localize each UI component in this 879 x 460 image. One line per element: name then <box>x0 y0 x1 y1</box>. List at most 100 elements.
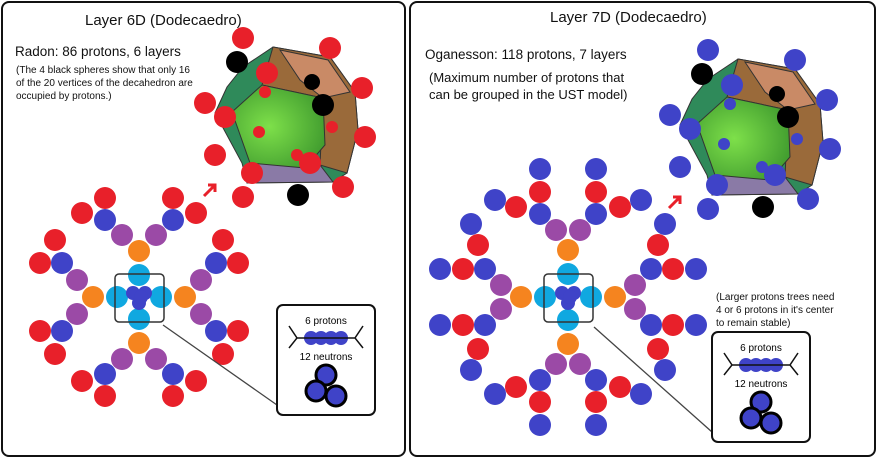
note-line: (Maximum number of protons that <box>429 70 625 85</box>
red-sphere <box>227 252 249 274</box>
cyan-sphere <box>534 286 556 308</box>
empty-vertex-sphere <box>777 106 799 128</box>
orange-sphere <box>557 333 579 355</box>
proton-sphere <box>232 186 254 208</box>
inset-box <box>711 331 811 443</box>
blue-sphere <box>162 209 184 231</box>
red-sphere <box>227 320 249 342</box>
inset-neutron <box>759 411 783 435</box>
connector-line <box>593 326 713 433</box>
red-sphere <box>467 338 489 360</box>
proton-sphere <box>784 49 806 71</box>
purple-sphere <box>490 298 512 320</box>
proton-sphere <box>194 92 216 114</box>
blue-sphere <box>429 258 451 280</box>
blue-sphere <box>685 258 707 280</box>
orange-sphere <box>557 239 579 261</box>
red-sphere <box>94 187 116 209</box>
inset-neutrons-label-right: 12 neutrons <box>735 379 788 390</box>
purple-sphere <box>545 219 567 241</box>
dodecahedron-left <box>194 27 376 208</box>
proton-sphere <box>332 176 354 198</box>
red-sphere <box>609 376 631 398</box>
proton-sphere <box>718 138 730 150</box>
red-sphere <box>94 385 116 407</box>
empty-vertex-sphere <box>226 51 248 73</box>
inset-neutron <box>739 406 763 430</box>
inset-neutron <box>304 379 328 403</box>
blue-sphere <box>529 369 551 391</box>
blue-sphere <box>685 314 707 336</box>
orange-sphere <box>604 286 626 308</box>
center-highlight-box <box>114 273 165 323</box>
empty-vertex-sphere <box>312 94 334 116</box>
blue-sphere <box>484 383 506 405</box>
dodecahedron-top-face <box>278 49 351 99</box>
blue-sphere <box>51 252 73 274</box>
red-sphere <box>452 314 474 336</box>
empty-vertex-sphere <box>287 184 309 206</box>
cyan-sphere <box>150 286 172 308</box>
blue-sphere <box>640 314 662 336</box>
red-sphere <box>585 181 607 203</box>
panel-title-left: Layer 6D (Dodecaedro) <box>85 12 242 29</box>
dodecahedron-right <box>659 39 841 220</box>
empty-vertex-sphere <box>691 63 713 85</box>
center-proton <box>563 290 577 304</box>
proton-sphere <box>259 86 271 98</box>
red-sphere <box>212 343 234 365</box>
orange-sphere <box>82 286 104 308</box>
purple-sphere <box>624 298 646 320</box>
red-sphere <box>162 187 184 209</box>
inset-neutron <box>314 363 338 387</box>
cyan-sphere <box>106 286 128 308</box>
proton-sphere <box>756 161 768 173</box>
blue-sphere <box>585 203 607 225</box>
orange-sphere <box>128 332 150 354</box>
purple-sphere <box>111 224 133 246</box>
note-line: (The 4 black spheres show that only 16 <box>16 65 190 76</box>
purple-sphere <box>145 224 167 246</box>
inset-neutron <box>749 390 773 414</box>
layer-7d-panel <box>409 1 876 457</box>
blue-sphere <box>529 203 551 225</box>
red-sphere <box>71 202 93 224</box>
blue-sphere <box>460 213 482 235</box>
red-sphere <box>585 391 607 413</box>
blue-sphere <box>474 258 496 280</box>
proton-sphere <box>232 27 254 49</box>
red-sphere <box>44 229 66 251</box>
blue-sphere <box>640 258 662 280</box>
arrow-icon <box>667 195 682 210</box>
red-sphere <box>71 370 93 392</box>
inset-protons-label-left: 6 protons <box>305 316 347 327</box>
proton-sphere <box>679 118 701 140</box>
blue-sphere <box>484 189 506 211</box>
proton-sphere <box>319 37 341 59</box>
inset-neutrons-label-left: 12 neutrons <box>300 352 353 363</box>
note-left: (The 4 black spheres show that only 16 o… <box>16 64 193 103</box>
proton-sphere <box>256 62 278 84</box>
blue-sphere <box>630 189 652 211</box>
red-sphere <box>505 376 527 398</box>
purple-sphere <box>190 269 212 291</box>
connector-line <box>162 324 278 406</box>
orange-sphere <box>174 286 196 308</box>
blue-sphere <box>162 363 184 385</box>
red-sphere <box>44 343 66 365</box>
blue-sphere <box>630 383 652 405</box>
element-label-left: Radon: 86 protons, 6 layers <box>15 44 181 59</box>
purple-sphere <box>111 348 133 370</box>
red-sphere <box>467 234 489 256</box>
purple-sphere <box>545 353 567 375</box>
proton-sphere <box>669 156 691 178</box>
empty-vertex-sphere <box>752 196 774 218</box>
center-proton <box>134 290 148 304</box>
blue-sphere <box>529 414 551 436</box>
blue-sphere <box>429 314 451 336</box>
red-sphere <box>529 391 551 413</box>
inset-branch <box>723 352 799 376</box>
purple-sphere <box>66 269 88 291</box>
purple-sphere <box>569 219 591 241</box>
cyan-sphere <box>128 308 150 330</box>
